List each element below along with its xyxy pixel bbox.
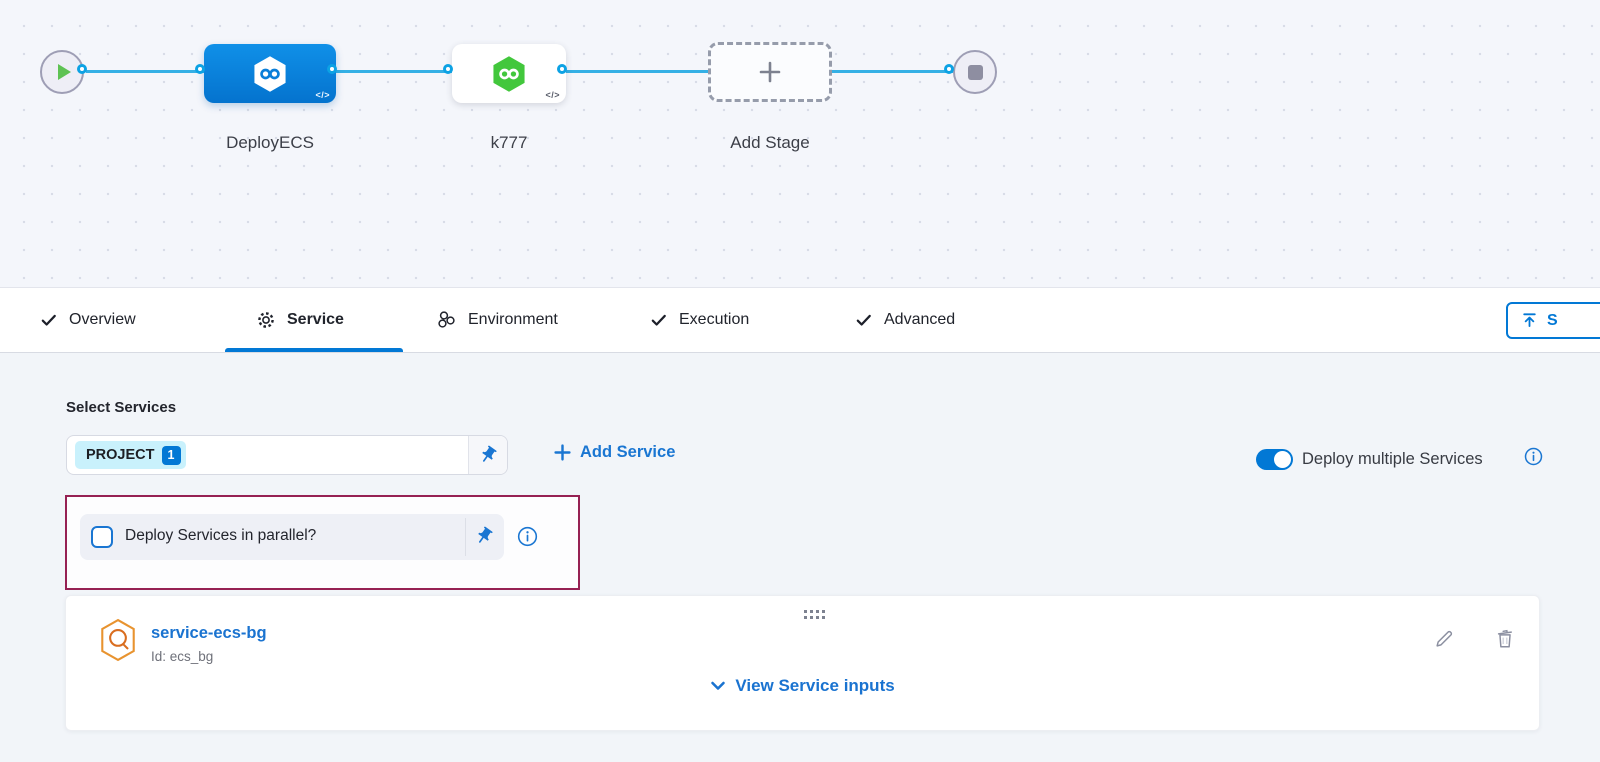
- service-name-link[interactable]: service-ecs-bg: [151, 624, 267, 642]
- harness-logo-icon: [493, 55, 525, 92]
- deploy-multiple-services-toggle[interactable]: [1256, 449, 1293, 470]
- pin-icon: [478, 526, 493, 543]
- pin-icon: [482, 445, 497, 462]
- service-tab-panel: Select Services PROJECT 1 Add Service De…: [0, 353, 1600, 762]
- edit-service-button[interactable]: [1433, 628, 1455, 655]
- tab-label: Execution: [679, 311, 750, 328]
- connector-port: [557, 64, 567, 74]
- annotation-highlight-box: Deploy Services in parallel?: [65, 495, 580, 590]
- plus-icon: [554, 444, 571, 461]
- add-stage-label: Add Stage: [730, 133, 810, 152]
- service-id-text: Id: ecs_bg: [151, 649, 214, 664]
- connector-port: [944, 64, 954, 74]
- tab-environment[interactable]: Environment: [437, 288, 558, 352]
- deploy-multiple-services-label: Deploy multiple Services: [1302, 450, 1483, 468]
- info-icon[interactable]: [517, 526, 538, 552]
- pipeline-start-node: [40, 50, 84, 94]
- tab-label: Environment: [468, 311, 558, 328]
- play-icon: [57, 64, 71, 80]
- pin-field-button[interactable]: [474, 526, 494, 551]
- environment-icon: [438, 311, 455, 328]
- info-icon[interactable]: [1524, 447, 1543, 471]
- stop-icon: [967, 64, 983, 80]
- tab-label: Advanced: [884, 311, 956, 328]
- stage-node-k777[interactable]: </>: [452, 44, 566, 103]
- active-tab-underline: [225, 348, 403, 352]
- deploy-parallel-label: Deploy Services in parallel?: [125, 527, 317, 544]
- delete-service-button[interactable]: [1494, 628, 1516, 655]
- deploy-parallel-field: Deploy Services in parallel?: [80, 514, 504, 560]
- save-button[interactable]: S: [1506, 302, 1600, 339]
- check-icon: [41, 314, 56, 326]
- tab-label: Overview: [69, 311, 136, 328]
- chip-count-badge: 1: [161, 445, 181, 465]
- code-view-badge: </>: [545, 90, 560, 100]
- view-service-inputs-button[interactable]: View Service inputs: [66, 676, 1539, 696]
- service-hexagon-icon: [99, 618, 137, 667]
- check-icon: [651, 314, 666, 326]
- selected-service-chip[interactable]: PROJECT 1: [75, 441, 186, 469]
- chevron-down-icon: [711, 681, 726, 690]
- stage-label-k777: k777: [490, 133, 528, 152]
- connector-port: [195, 64, 205, 74]
- toggle-knob: [1274, 451, 1291, 468]
- deploy-parallel-checkbox[interactable]: [91, 526, 113, 548]
- upload-icon: [1523, 313, 1536, 328]
- stage-label-deployecs: DeployECS: [226, 133, 314, 152]
- pipeline-canvas: </> </> DeployECS k777 Add Stage: [0, 0, 1600, 288]
- connector-port: [443, 64, 453, 74]
- tab-advanced[interactable]: Advanced: [855, 288, 955, 352]
- drag-handle-icon[interactable]: [804, 610, 807, 613]
- field-divider: [465, 518, 466, 556]
- stage-node-deployecs[interactable]: </>: [204, 44, 336, 103]
- pin-field-button[interactable]: [468, 436, 507, 474]
- view-service-inputs-label: View Service inputs: [735, 676, 895, 695]
- connector-port: [327, 64, 337, 74]
- add-service-button[interactable]: Add Service: [554, 443, 675, 462]
- code-view-badge: </>: [315, 90, 330, 100]
- tab-execution[interactable]: Execution: [650, 288, 749, 352]
- plus-icon: [759, 61, 781, 83]
- connector-port: [77, 64, 87, 74]
- check-icon: [856, 314, 871, 326]
- select-services-label: Select Services: [66, 399, 177, 416]
- trash-icon: [1497, 629, 1512, 648]
- select-services-input[interactable]: PROJECT 1: [66, 435, 508, 475]
- stage-tabbar: Overview Service Environment Execution: [0, 288, 1600, 353]
- edge-stage2-to-addstage: [566, 70, 708, 73]
- chip-label: PROJECT: [86, 447, 155, 463]
- service-card: service-ecs-bg Id: ecs_bg View Service i: [65, 595, 1540, 731]
- edge-stage1-to-stage2: [336, 70, 452, 73]
- harness-logo-icon: [254, 55, 286, 92]
- tab-label: Service: [287, 311, 344, 328]
- save-button-label: S: [1547, 311, 1558, 329]
- edge-start-to-stage1: [86, 70, 204, 73]
- pencil-icon: [1436, 630, 1453, 647]
- add-service-label: Add Service: [580, 443, 676, 461]
- add-stage-button[interactable]: [708, 42, 832, 102]
- pipeline-end-node: [953, 50, 997, 94]
- tab-service[interactable]: Service: [256, 288, 344, 352]
- edge-addstage-to-end: [831, 70, 953, 73]
- gear-icon: [258, 312, 274, 328]
- tab-overview[interactable]: Overview: [40, 288, 136, 352]
